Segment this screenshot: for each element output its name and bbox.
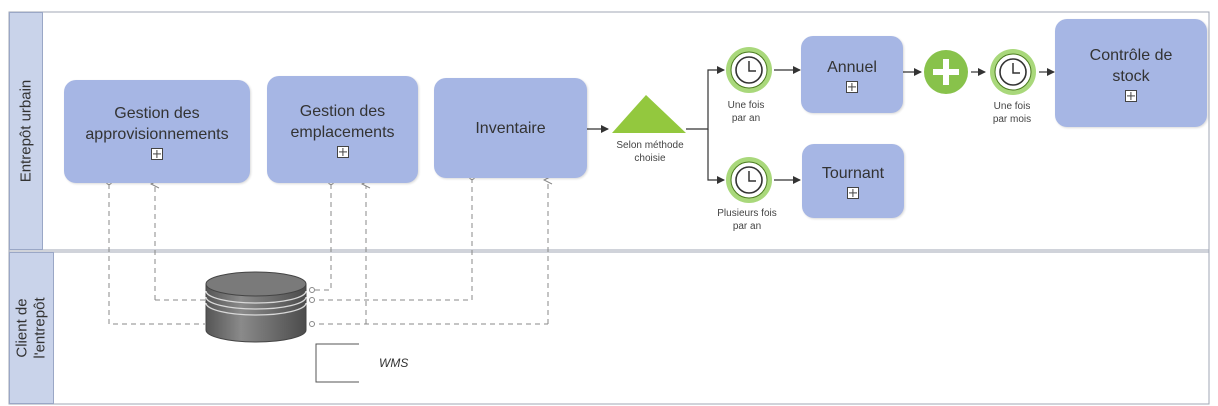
flow-gateway-timer-an <box>686 66 725 130</box>
subprocess-marker-icon <box>846 80 858 93</box>
timer-label-plusieurs-fois: Plusieurs fois par an <box>717 208 777 232</box>
timer-event-icon <box>726 47 772 93</box>
task-label: Contrôle de stock <box>1089 46 1173 85</box>
timer-label-une-fois-par-an: Une fois par an <box>727 100 765 124</box>
task-tournant[interactable]: Tournant <box>802 144 904 218</box>
subprocess-marker-icon <box>336 146 349 158</box>
data-associations <box>108 178 548 325</box>
wms-annotation-bracket <box>315 343 359 383</box>
parallel-gateway-icon <box>924 50 968 94</box>
timer-event-icon <box>726 157 772 203</box>
assoc-appro-db <box>108 184 205 325</box>
subprocess-marker-icon <box>1125 89 1137 102</box>
lane-entrepot-text: Entrepôt urbain <box>17 79 35 183</box>
task-inventaire[interactable]: Inventaire <box>434 78 587 178</box>
task-gestion-approvisionnements[interactable]: Gestion des approvisionnements <box>64 80 250 183</box>
task-label: Inventaire <box>475 119 546 137</box>
task-annuel[interactable]: Annuel <box>801 36 903 113</box>
lane-label-entrepot: Entrepôt urbain <box>9 12 43 250</box>
task-controle-stock[interactable]: Contrôle de stock <box>1055 19 1207 127</box>
sequence-flows <box>587 66 1055 184</box>
task-label: Gestion des emplacements <box>290 103 395 141</box>
task-gestion-emplacements[interactable]: Gestion des emplacements <box>267 76 418 183</box>
flow-gateway-timer-plusieurs <box>707 129 725 184</box>
subprocess-marker-icon <box>847 187 859 199</box>
lane-label-client: Client de l'entrepôt <box>9 252 54 404</box>
task-label: Annuel <box>827 58 877 76</box>
timer-label-une-fois-par-mois: Une fois par mois <box>992 101 1032 125</box>
subprocess-marker-icon <box>151 148 163 160</box>
exclusive-gateway-icon <box>612 95 686 133</box>
lane-client-text: Client de l'entrepôt <box>13 297 49 359</box>
wms-annotation-text: WMS <box>379 356 409 370</box>
timer-event-icon <box>990 49 1036 95</box>
assoc-inventaire-db <box>310 178 473 301</box>
gateway-label: Selon méthode choisie <box>616 140 684 164</box>
task-label: Gestion des approvisionnements <box>85 105 229 143</box>
assoc-empl-db <box>310 184 332 291</box>
wms-database-icon <box>205 271 307 343</box>
task-label: Tournant <box>821 165 885 182</box>
